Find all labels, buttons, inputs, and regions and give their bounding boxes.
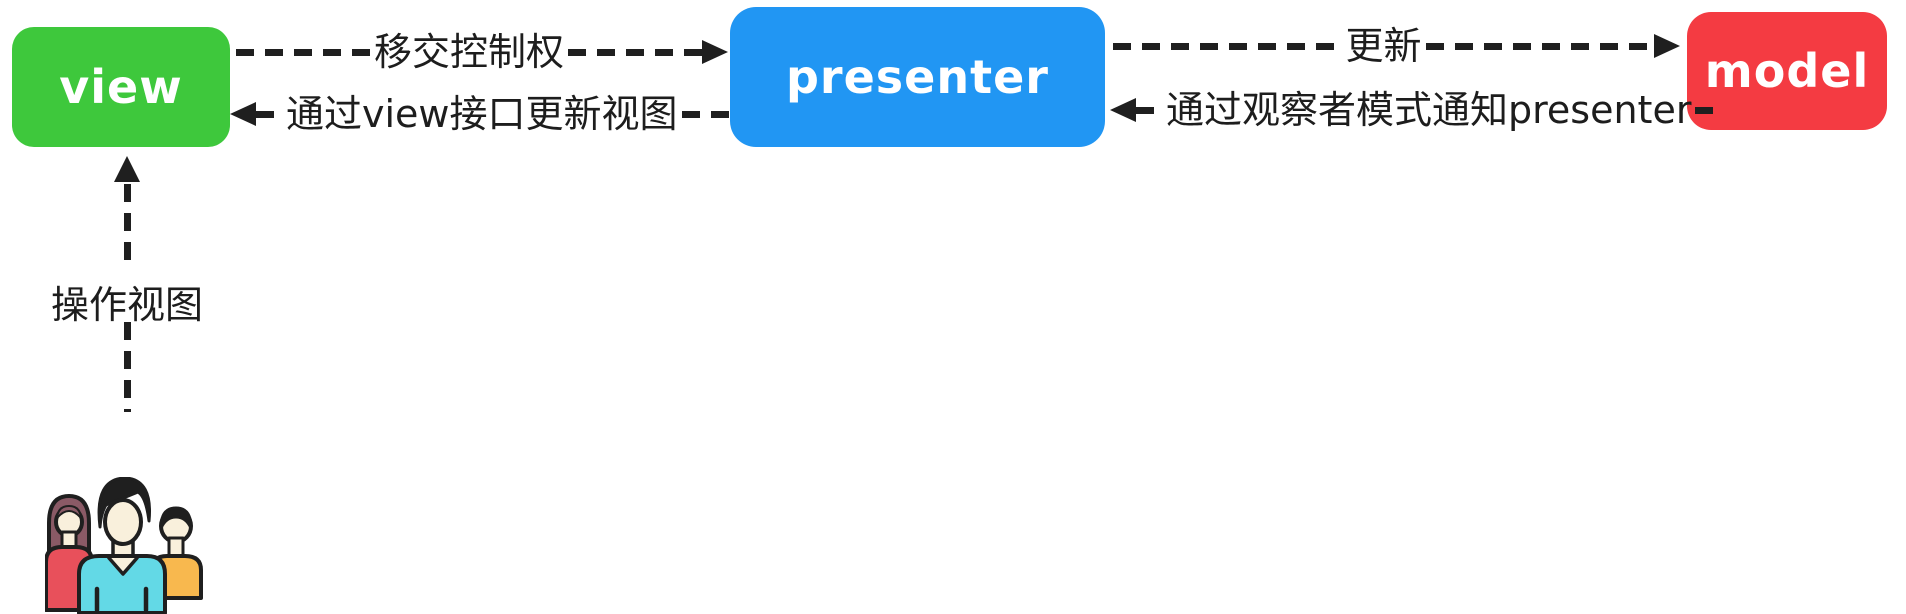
arrowhead-left-icon: [230, 102, 256, 126]
arrow-label-update: 更新: [1345, 24, 1422, 68]
arrowhead-left-icon: [1110, 98, 1136, 122]
arrowhead-up-icon: [114, 156, 140, 182]
dashed-line-segment: [568, 48, 703, 56]
model-node-label: model: [1704, 44, 1870, 98]
arrow-label-operate-view: 操作视图: [50, 283, 203, 327]
arrow-presenter-to-view: 通过view接口更新视图: [230, 88, 730, 140]
users-group-icon: [45, 477, 203, 614]
arrow-presenter-to-model: 更新: [1113, 20, 1681, 72]
arrow-label-observer-notify-presenter: 通过观察者模式通知presenter: [1166, 88, 1692, 132]
presenter-node-label: presenter: [785, 50, 1049, 104]
dashed-line-segment: [1425, 42, 1655, 50]
arrow-label-transfer-control: 移交控制权: [374, 30, 565, 74]
dashed-line-segment: [1136, 106, 1162, 114]
dashed-line-segment: [681, 110, 730, 118]
view-node-label: view: [59, 60, 183, 114]
dashed-line-segment: [1113, 42, 1342, 50]
arrow-model-to-presenter: 通过观察者模式通知presenter: [1110, 84, 1714, 136]
arrowhead-right-icon: [1654, 34, 1681, 58]
dashed-line-segment: [124, 322, 131, 412]
view-node: view: [12, 27, 230, 147]
presenter-node: presenter: [730, 7, 1105, 147]
arrow-label-update-view-via-interface: 通过view接口更新视图: [286, 92, 678, 136]
dashed-line-segment: [256, 110, 282, 118]
arrowhead-right-icon: [702, 40, 729, 64]
dashed-line-segment: [1695, 106, 1714, 114]
arrow-view-to-presenter: 移交控制权: [236, 26, 729, 78]
dashed-line-segment: [236, 48, 370, 56]
dashed-line-segment: [124, 184, 131, 270]
model-node: model: [1687, 12, 1887, 130]
